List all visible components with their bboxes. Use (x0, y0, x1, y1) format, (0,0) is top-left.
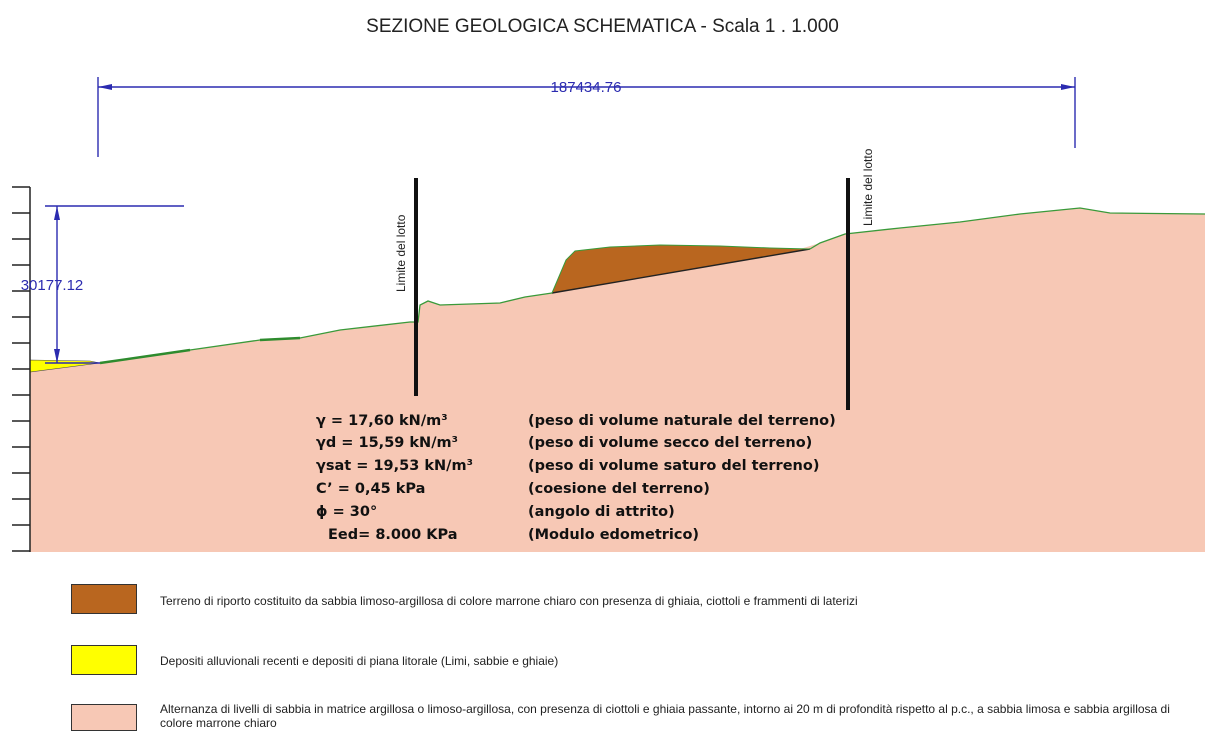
property-gamma-d: γd = 15,59 kN/m³ (316, 435, 458, 451)
fill-base-line (551, 248, 811, 294)
soil-body (30, 208, 1205, 552)
property-eed-desc: (Modulo edometrico) (528, 527, 700, 543)
property-cohesion-desc: (coesione del terreno) (528, 481, 710, 497)
left-lot-limit-label: Limite del lotto (394, 214, 408, 292)
property-phi-desc: (angolo di attrito) (528, 504, 675, 520)
legend-swatch-fill (71, 584, 137, 614)
property-phi: ϕ = 30° (316, 504, 378, 520)
property-gamma-d-desc: (peso di volume secco del terreno) (528, 435, 813, 451)
horizontal-dimension (97, 77, 1076, 157)
property-eed: Eed= 8.000 KPa (328, 527, 458, 543)
geological-section: 187434.76 30177.12 Limite del lotto Limi… (12, 77, 1205, 552)
property-gamma-sat: γsat = 19,53 kN/m³ (316, 458, 473, 474)
legend-text-soil: Alternanza di livelli di sabbia in matri… (160, 702, 1170, 730)
diagram-title: SEZIONE GEOLOGICA SCHEMATICA - Scala 1 .… (366, 16, 839, 37)
fill-material (552, 245, 810, 293)
depth-scale (12, 186, 31, 552)
property-gamma-desc: (peso di volume naturale del terreno) (528, 413, 836, 429)
vertical-dimension (45, 205, 184, 364)
legend-swatch-soil (71, 704, 137, 731)
horizontal-dimension-value: 187434.76 (551, 79, 622, 96)
legend-swatch-alluvial (71, 645, 137, 675)
surface-highlight (99, 336, 301, 365)
legend-text-fill: Terreno di riporto costituito da sabbia … (160, 594, 858, 608)
legend-text-alluvial: Depositi alluvionali recenti e depositi … (160, 654, 559, 668)
property-cohesion: C’ = 0,45 kPa (316, 481, 426, 497)
property-gamma: γ = 17,60 kN/m³ (316, 413, 448, 429)
right-lot-limit-label: Limite del lotto (861, 148, 875, 226)
property-gamma-sat-desc: (peso di volume saturo del terreno) (528, 458, 820, 474)
vertical-dimension-value: 30177.12 (21, 277, 84, 294)
fill-top-line (551, 244, 811, 294)
